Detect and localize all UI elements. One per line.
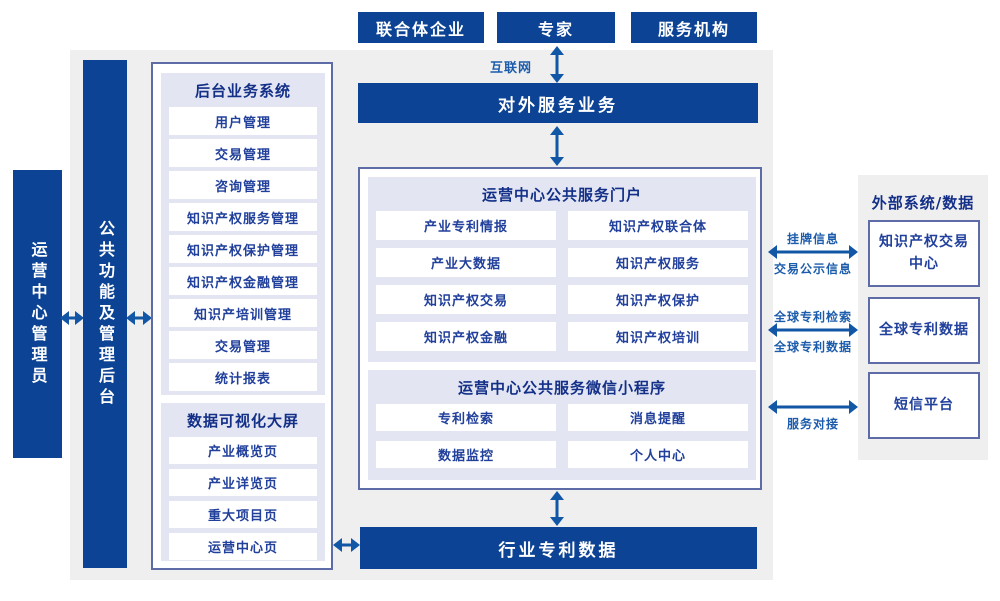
section-center-container: 运营中心公共服务门户 产业专利情报 知识产权联合体 产业大数据 知识产权服务 知… [358, 167, 762, 490]
miniprogram-item: 消息提醒 [568, 404, 748, 431]
viz-item: 产业概览页 [169, 437, 317, 464]
backend-system-title: 后台业务系统 [194, 82, 291, 100]
arrow-sms-platform-icon [768, 400, 858, 414]
internet-label: 互联网 [489, 61, 532, 76]
portal-item: 知识产权培训 [568, 322, 748, 351]
section-backend-system: 后台业务系统 用户管理 交易管理 咨询管理 知识产权服务管理 知识产权保护管理 … [161, 73, 325, 395]
visualization-title: 数据可视化大屏 [186, 412, 299, 430]
arrow-service-to-portal-icon [550, 126, 564, 166]
miniprogram-item: 专利检索 [376, 404, 556, 431]
backend-item: 交易管理 [169, 139, 317, 167]
miniprogram-item: 数据监控 [376, 441, 556, 468]
arrow-viz-to-industry-icon [333, 538, 360, 552]
portal-item: 产业大数据 [376, 248, 556, 277]
bar-operations-center-admin: 运营中心管理员 [13, 170, 62, 458]
backend-item: 知识产权保护管理 [169, 235, 317, 263]
link-label-trade-publicity: 交易公示信息 [773, 262, 852, 276]
portal-item: 知识产权保护 [568, 285, 748, 314]
arrow-admin-to-backend-icon [60, 311, 84, 325]
backend-item: 用户管理 [169, 107, 317, 135]
portal-item: 产业专利情报 [376, 211, 556, 240]
backend-item: 统计报表 [169, 363, 317, 391]
viz-item: 重大项目页 [169, 501, 317, 528]
bar-public-functions-backend: 公共功能及管理后台 [83, 60, 127, 568]
viz-item: 产业详览页 [169, 469, 317, 496]
backend-item: 交易管理 [169, 331, 317, 359]
miniprogram-title: 运营中心公共服务微信小程序 [457, 379, 666, 397]
external-system-box: 短信平台 [868, 372, 980, 439]
backend-item: 知识产权金融管理 [169, 267, 317, 295]
section-data-visualization: 数据可视化大屏 产业概览页 产业详览页 重大项目页 运营中心页 [161, 403, 325, 561]
arrow-backend-to-system-icon [126, 311, 152, 325]
link-label-global-patent-data: 全球专利数据 [773, 340, 852, 354]
section-public-portal: 运营中心公共服务门户 产业专利情报 知识产权联合体 产业大数据 知识产权服务 知… [368, 177, 756, 362]
arrow-portal-to-industry-icon [550, 491, 564, 526]
bar-external-service: 对外服务业务 [358, 83, 758, 123]
arrow-trading-center-icon [768, 245, 858, 259]
portal-item: 知识产权交易 [376, 285, 556, 314]
external-system-box: 知识产权交易中心 [868, 220, 980, 287]
section-backend-container: 后台业务系统 用户管理 交易管理 咨询管理 知识产权服务管理 知识产权保护管理 … [151, 62, 333, 570]
portal-item: 知识产权服务 [568, 248, 748, 277]
arrow-global-patent-icon [768, 323, 858, 337]
external-systems-title: 外部系统/数据 [871, 194, 975, 212]
link-label-service-docking: 服务对接 [786, 417, 839, 431]
arrow-internet-icon [550, 46, 564, 83]
portal-item: 知识产权联合体 [568, 211, 748, 240]
portal-title: 运营中心公共服务门户 [481, 186, 642, 204]
node-service-organization: 服务机构 [631, 12, 757, 43]
node-expert: 专家 [497, 12, 615, 43]
backend-item: 咨询管理 [169, 171, 317, 199]
bar-industry-patent-data: 行业专利数据 [360, 527, 757, 569]
link-label-global-patent-search: 全球专利检索 [773, 310, 852, 324]
link-label-listing-info: 挂牌信息 [786, 232, 839, 246]
miniprogram-item: 个人中心 [568, 441, 748, 468]
portal-item: 知识产权金融 [376, 322, 556, 351]
node-consortium-enterprise: 联合体企业 [358, 12, 484, 43]
backend-item: 知识产培训管理 [169, 299, 317, 327]
section-miniprogram: 运营中心公共服务微信小程序 专利检索 消息提醒 数据监控 个人中心 [368, 370, 756, 480]
external-system-box: 全球专利数据 [868, 297, 980, 364]
backend-item: 知识产权服务管理 [169, 203, 317, 231]
viz-item: 运营中心页 [169, 533, 317, 560]
